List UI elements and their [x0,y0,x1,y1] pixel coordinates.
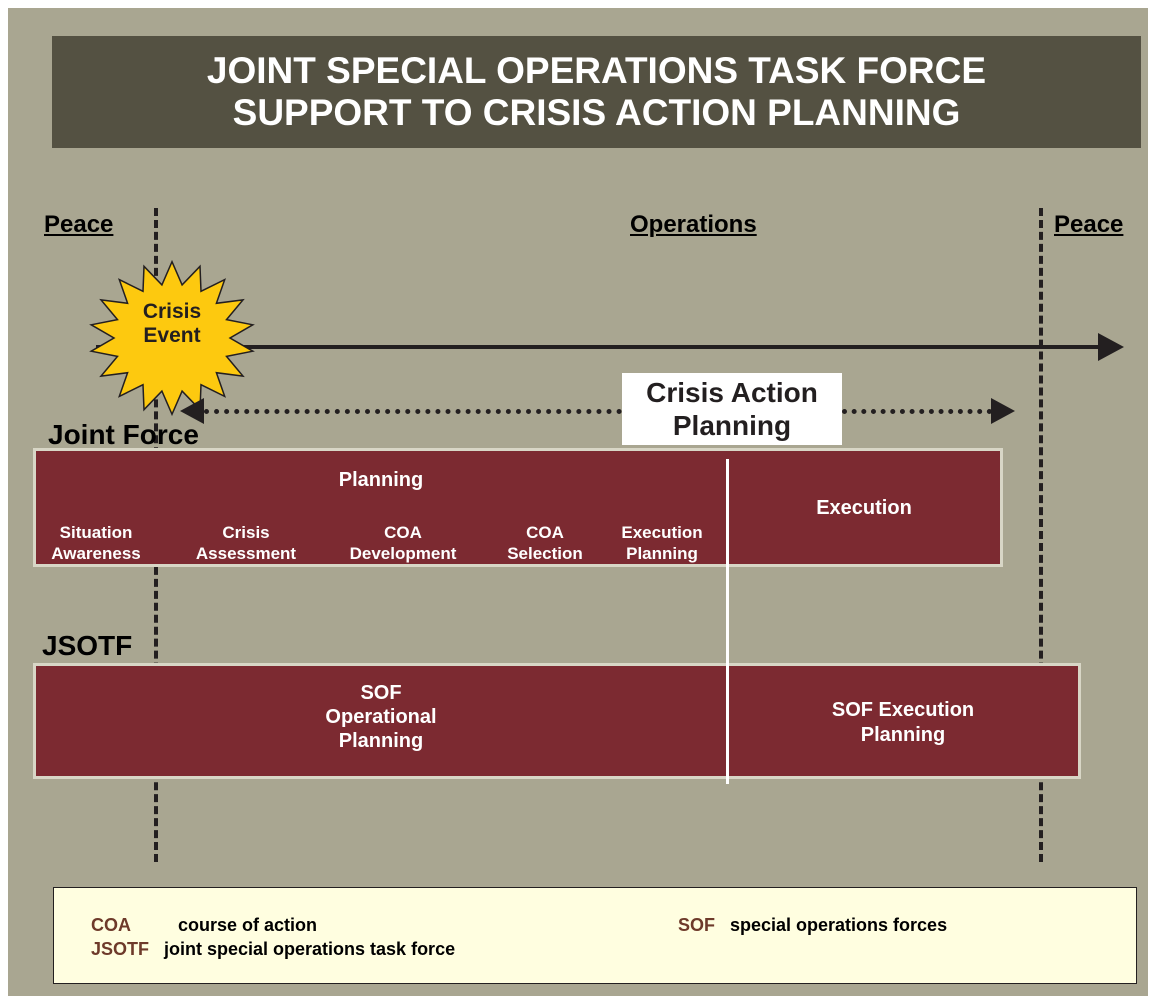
cap-dotted-line-left [204,409,622,414]
cap-dotted-line-right [842,409,992,414]
starburst-shape [89,259,255,417]
sof-execution-planning: SOF Execution Planning [728,698,1078,748]
step-coa-selection: COA Selection [494,522,596,564]
joint-force-box [33,448,1003,567]
step-line-2: Selection [507,544,583,563]
diagram-canvas: JOINT SPECIAL OPERATIONS TASK FORCE SUPP… [8,8,1148,996]
step-line-2: Assessment [195,544,297,563]
step-execution-planning: Execution Planning [606,522,718,564]
cap-line-1: Crisis Action [646,377,818,408]
title-line-1: JOINT SPECIAL OPERATIONS TASK FORCE [206,50,987,91]
step-line-1: COA [526,523,564,542]
timeline-arrowhead [1098,333,1124,361]
sof-exec-line-1: SOF Execution [831,699,975,721]
planning-execution-divider [726,459,729,784]
legend-def-jsotf: joint special operations task force [164,939,456,959]
cap-line-2: Planning [672,410,792,441]
jsotf-label: JSOTF [42,630,133,661]
right-boundary-line [1039,208,1043,862]
crisis-event-line-2: Event [143,324,201,347]
step-coa-development: COA Development [333,522,473,564]
sof-op-line-3: Planning [338,730,424,752]
step-line-1: COA [384,523,422,542]
legend-def-sof: special operations forces [730,915,948,935]
title-banner: JOINT SPECIAL OPERATIONS TASK FORCE SUPP… [52,36,1141,148]
legend-abbr-jsotf: JSOTF [91,939,150,959]
step-crisis-assessment: Crisis Assessment [176,522,316,564]
sof-op-line-2: Operational [325,706,437,728]
sof-op-line-1: SOF [360,682,402,704]
execution-heading: Execution [816,497,912,519]
sof-operational-planning: SOF Operational Planning [36,681,726,753]
phase-peace-left: Peace [44,211,114,238]
step-line-2: Planning [626,544,698,563]
timeline-arrow-line [96,345,1098,349]
step-line-1: Execution [621,523,703,542]
cap-arrowhead-right [991,398,1015,424]
crisis-event-label: Crisis Event [116,300,228,348]
legend-box: COA course of action JSOTF joint special… [53,887,1137,984]
cap-arrowhead-left [180,398,204,424]
title-line-2: SUPPORT TO CRISIS ACTION PLANNING [232,92,961,133]
crisis-event-starburst-icon [89,259,255,417]
phase-operations: Operations [630,211,757,238]
jsotf-box [33,663,1081,779]
joint-force-label: Joint Force [48,419,199,450]
legend-def-coa: course of action [178,915,318,935]
step-line-2: Development [349,544,457,563]
step-line-2: Awareness [51,544,141,563]
legend-abbr-coa: COA [91,915,131,935]
step-line-1: Crisis [222,523,270,542]
crisis-event-line-1: Crisis [142,300,202,323]
planning-heading: Planning [338,469,424,491]
step-situation-awareness: Situation Awareness [36,522,156,564]
legend-abbr-sof: SOF [678,915,716,935]
sof-exec-line-2: Planning [860,724,946,746]
crisis-action-planning-label: Crisis Action Planning [622,373,842,445]
phase-peace-right: Peace [1054,211,1124,238]
step-line-1: Situation [59,523,133,542]
